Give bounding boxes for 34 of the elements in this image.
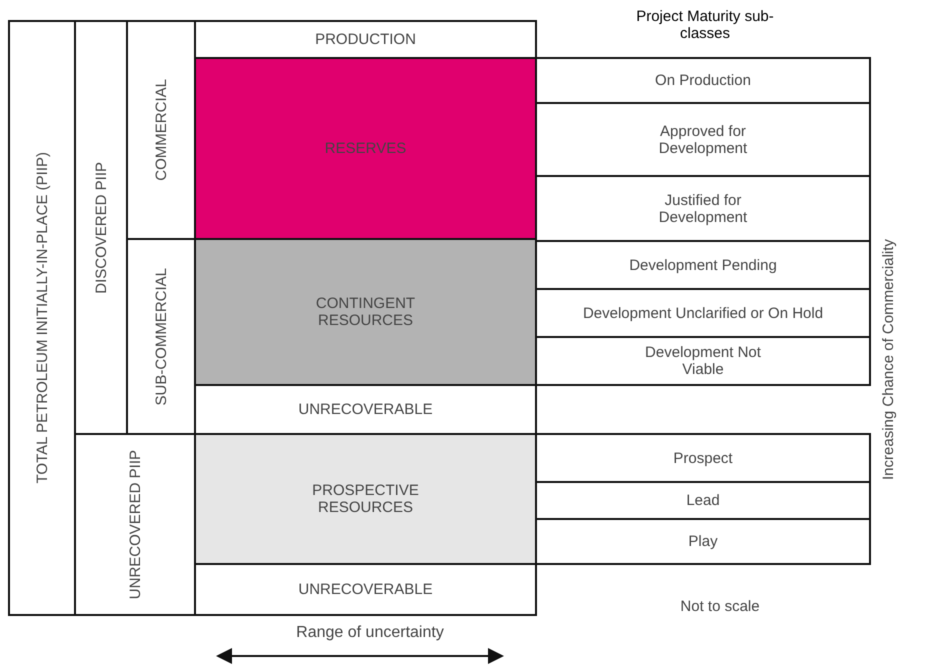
subclass-panel bbox=[535, 433, 871, 483]
note-text: Not to scale bbox=[679, 598, 761, 615]
category-label: Approved for Development bbox=[658, 122, 748, 156]
category-label: Development Not Viable bbox=[644, 344, 762, 378]
category-label: SUB-COMMERCIAL bbox=[152, 268, 170, 406]
category-label: RESERVES bbox=[324, 140, 406, 157]
category-label: Development Unclarified or On Hold bbox=[582, 304, 824, 322]
subclass-panel bbox=[535, 518, 871, 565]
category-label: CONTINGENT RESOURCES bbox=[314, 295, 416, 329]
class-panel bbox=[194, 57, 537, 240]
class-panel bbox=[194, 563, 537, 616]
class-panel bbox=[194, 238, 537, 386]
axis-label: Increasing Chance of Commerciality bbox=[880, 238, 897, 482]
subclass-panel bbox=[535, 336, 871, 386]
category-label: UNRECOVERABLE bbox=[298, 581, 433, 598]
category-label: UNRECOVERABLE bbox=[298, 401, 433, 418]
category-column bbox=[8, 20, 76, 616]
category-label: Development Pending bbox=[629, 256, 777, 274]
category-label: TOTAL PETROLEUM INITIALLY-IN-PLACE (PIIP) bbox=[34, 152, 50, 484]
category-label: Justified for Development bbox=[658, 192, 748, 226]
category-label: COMMERCIAL bbox=[152, 79, 170, 181]
class-panel bbox=[194, 433, 537, 565]
category-label: PRODUCTION bbox=[315, 31, 416, 48]
subclass-panel bbox=[535, 57, 871, 104]
category-label: Prospect bbox=[673, 450, 733, 466]
category-label: Play bbox=[688, 533, 718, 550]
column-heading: Project Maturity sub-classes bbox=[635, 8, 775, 42]
class-panel bbox=[194, 20, 537, 59]
category-label: Lead bbox=[686, 492, 720, 509]
category-label: PROSPECTIVE RESOURCES bbox=[311, 482, 420, 516]
category-label: UNRECOVERED PIIP bbox=[126, 450, 144, 600]
category-label: DISCOVERED PIIP bbox=[92, 162, 110, 294]
category-label: On Production bbox=[655, 72, 751, 89]
axis-label: Range of uncertainty bbox=[295, 624, 445, 642]
